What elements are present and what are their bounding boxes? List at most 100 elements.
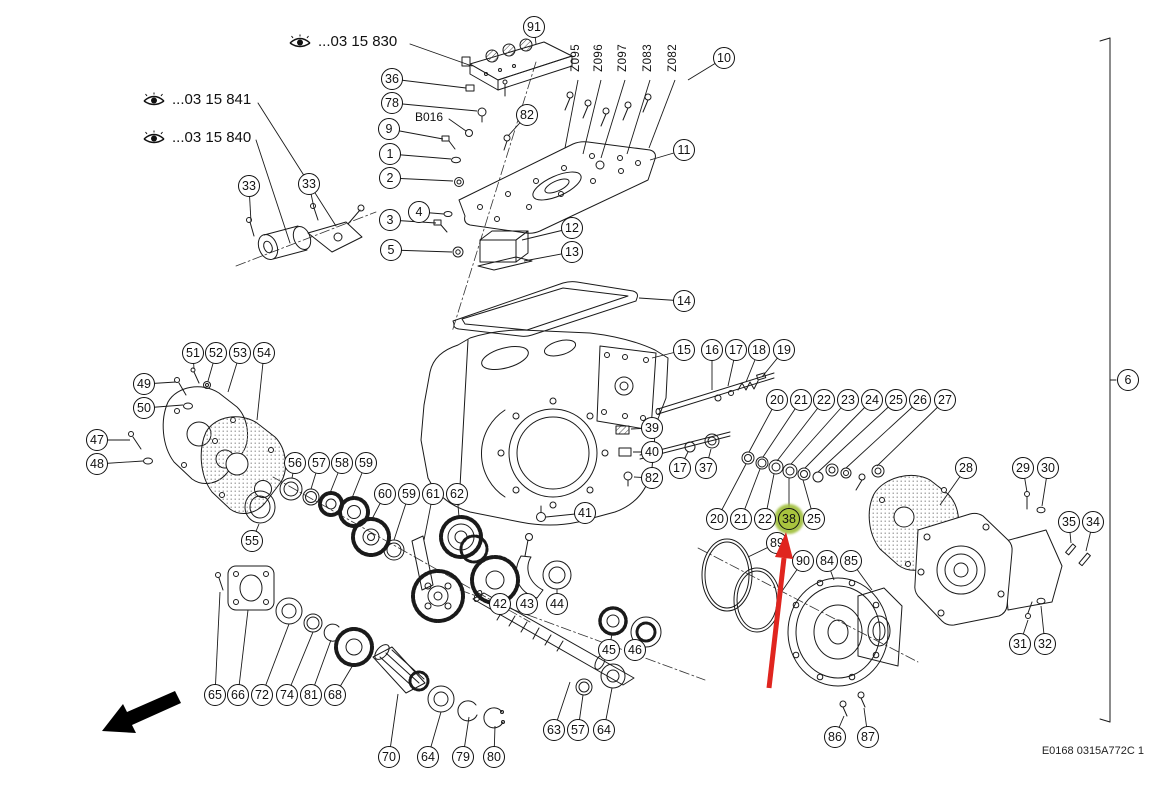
callout-47[interactable]: 47	[86, 429, 108, 451]
callout-40[interactable]: 40	[641, 441, 663, 463]
callout-80[interactable]: 80	[483, 746, 505, 768]
callout-43[interactable]: 43	[516, 593, 538, 615]
callout-64[interactable]: 64	[593, 719, 615, 741]
callout-39[interactable]: 39	[641, 417, 663, 439]
callout-56[interactable]: 56	[284, 452, 306, 474]
callout-4[interactable]: 4	[408, 201, 430, 223]
callout-21[interactable]: 21	[730, 508, 752, 530]
callout-2[interactable]: 2	[379, 167, 401, 189]
leader-line	[237, 609, 249, 696]
callout-81[interactable]: 81	[300, 684, 322, 706]
callout-55[interactable]: 55	[241, 530, 263, 552]
callout-13[interactable]: 13	[561, 241, 583, 263]
callout-17[interactable]: 17	[669, 457, 691, 479]
callout-35[interactable]: 35	[1058, 511, 1080, 533]
callout-25[interactable]: 25	[885, 389, 907, 411]
callout-28[interactable]: 28	[955, 457, 977, 479]
callout-9[interactable]: 9	[378, 118, 400, 140]
callout-16[interactable]: 16	[701, 339, 723, 361]
callout-74[interactable]: 74	[276, 684, 298, 706]
callout-70[interactable]: 70	[378, 746, 400, 768]
callout-5[interactable]: 5	[380, 239, 402, 261]
callout-59[interactable]: 59	[355, 452, 377, 474]
callout-68[interactable]: 68	[324, 684, 346, 706]
callout-78[interactable]: 78	[381, 92, 403, 114]
callout-12[interactable]: 12	[561, 217, 583, 239]
callout-27[interactable]: 27	[934, 389, 956, 411]
component-label-b016: B016	[415, 110, 444, 124]
callout-21[interactable]: 21	[790, 389, 812, 411]
callout-33[interactable]: 33	[298, 173, 320, 195]
callout-26[interactable]: 26	[909, 389, 931, 411]
diagram-reference-3[interactable]: ...03 15 840	[142, 129, 251, 146]
callout-54[interactable]: 54	[253, 342, 275, 364]
callout-10[interactable]: 10	[713, 47, 735, 69]
callout-38[interactable]: 38	[778, 508, 800, 530]
callout-11[interactable]: 11	[673, 139, 695, 161]
callout-79[interactable]: 79	[452, 746, 474, 768]
callout-48[interactable]: 48	[86, 453, 108, 475]
callout-49[interactable]: 49	[133, 373, 155, 395]
callout-82[interactable]: 82	[516, 104, 538, 126]
callout-36[interactable]: 36	[381, 68, 403, 90]
callout-61[interactable]: 61	[422, 483, 444, 505]
callout-20[interactable]: 20	[706, 508, 728, 530]
callout-66[interactable]: 66	[227, 684, 249, 706]
callout-6[interactable]: 6	[1117, 369, 1139, 391]
callout-22[interactable]: 22	[754, 508, 776, 530]
callout-23[interactable]: 23	[837, 389, 859, 411]
callout-53[interactable]: 53	[229, 342, 251, 364]
callout-29[interactable]: 29	[1012, 457, 1034, 479]
callout-72[interactable]: 72	[251, 684, 273, 706]
callout-50[interactable]: 50	[133, 397, 155, 419]
callout-30[interactable]: 30	[1037, 457, 1059, 479]
callout-19[interactable]: 19	[773, 339, 795, 361]
callout-91[interactable]: 91	[523, 16, 545, 38]
diagram-reference-2[interactable]: ...03 15 841	[142, 91, 251, 108]
callout-3[interactable]: 3	[379, 209, 401, 231]
callout-90[interactable]: 90	[792, 550, 814, 572]
callout-37[interactable]: 37	[695, 457, 717, 479]
callout-17[interactable]: 17	[725, 339, 747, 361]
callout-51[interactable]: 51	[182, 342, 204, 364]
callout-42[interactable]: 42	[489, 593, 511, 615]
callout-25[interactable]: 25	[803, 508, 825, 530]
callout-41[interactable]: 41	[574, 502, 596, 524]
callout-20[interactable]: 20	[766, 389, 788, 411]
callout-33[interactable]: 33	[238, 175, 260, 197]
diagram-reference-1[interactable]: ...03 15 830	[288, 33, 397, 50]
callout-32[interactable]: 32	[1034, 633, 1056, 655]
callout-64[interactable]: 64	[417, 746, 439, 768]
callout-18[interactable]: 18	[748, 339, 770, 361]
callout-86[interactable]: 86	[824, 726, 846, 748]
leader-line	[790, 399, 849, 465]
callout-87[interactable]: 87	[857, 726, 879, 748]
callout-63[interactable]: 63	[543, 719, 565, 741]
callout-57[interactable]: 57	[308, 452, 330, 474]
callout-85[interactable]: 85	[840, 550, 862, 572]
callout-82[interactable]: 82	[641, 467, 663, 489]
callout-84[interactable]: 84	[816, 550, 838, 572]
callout-1[interactable]: 1	[379, 143, 401, 165]
callout-62[interactable]: 62	[446, 483, 468, 505]
callout-15[interactable]: 15	[673, 339, 695, 361]
callout-65[interactable]: 65	[204, 684, 226, 706]
callout-60[interactable]: 60	[374, 483, 396, 505]
callout-31[interactable]: 31	[1009, 633, 1031, 655]
callout-45[interactable]: 45	[598, 639, 620, 661]
housing-gasket-drawing	[452, 281, 638, 337]
callout-46[interactable]: 46	[624, 639, 646, 661]
cover-plate-drawing	[458, 141, 656, 234]
callout-44[interactable]: 44	[546, 593, 568, 615]
callout-57[interactable]: 57	[567, 719, 589, 741]
callout-24[interactable]: 24	[861, 389, 883, 411]
solenoid-label-Z095: Z095	[570, 44, 582, 72]
leader-line	[391, 102, 478, 112]
callout-22[interactable]: 22	[813, 389, 835, 411]
callout-58[interactable]: 58	[331, 452, 353, 474]
callout-34[interactable]: 34	[1082, 511, 1104, 533]
callout-59[interactable]: 59	[398, 483, 420, 505]
callout-14[interactable]: 14	[673, 290, 695, 312]
callout-89[interactable]: 89	[766, 532, 788, 554]
callout-52[interactable]: 52	[205, 342, 227, 364]
